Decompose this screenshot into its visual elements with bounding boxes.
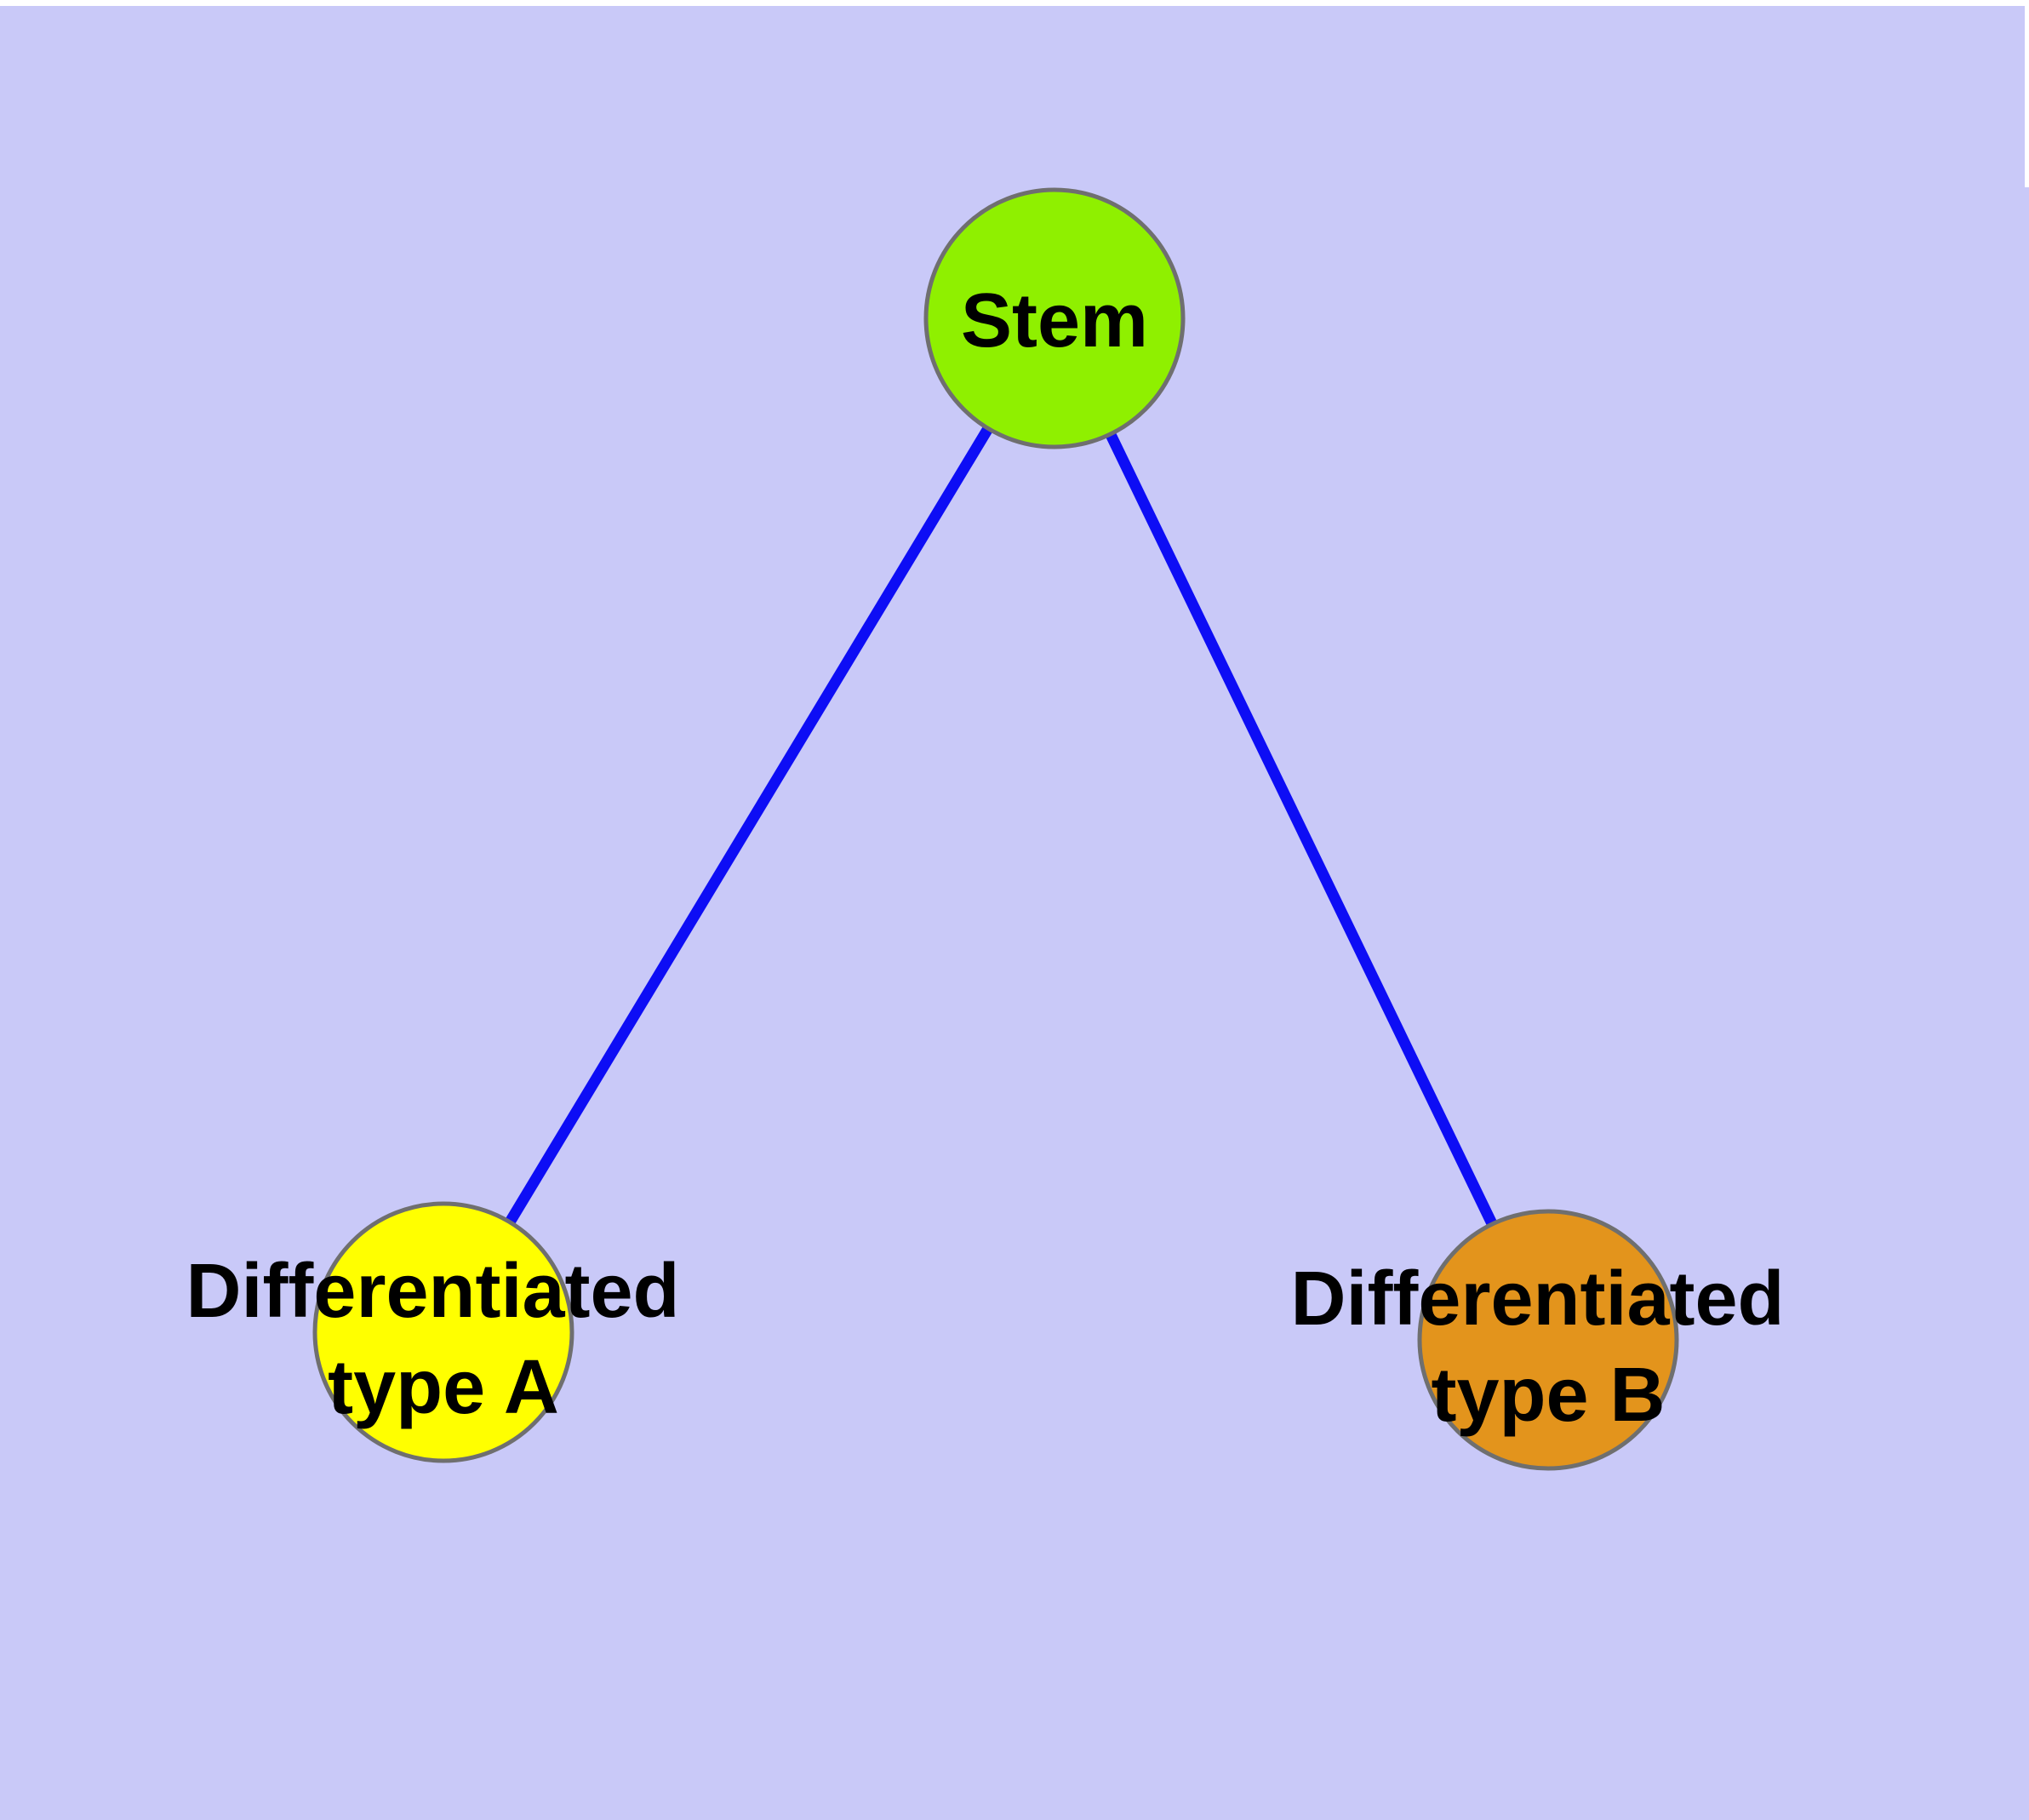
edge-stem-to-type-b — [1049, 316, 1553, 1342]
type-a-node — [312, 1201, 574, 1463]
type-a-label-line2: type A — [328, 1345, 559, 1430]
type-a-label-line1: Differentiated — [186, 1249, 679, 1334]
type-a-node-label: Differentiated type A — [186, 1249, 700, 1430]
type-b-node-label: Differentiated type B — [1290, 1256, 1805, 1438]
stem-node — [923, 187, 1186, 449]
stem-node-label: Stem — [961, 278, 1148, 363]
edge-stem-to-type-a — [438, 315, 1060, 1336]
type-b-label-line1: Differentiated — [1290, 1256, 1784, 1342]
window-edge-strip-right — [2025, 0, 2029, 187]
type-b-label-line2: type B — [1431, 1353, 1665, 1438]
type-b-node — [1417, 1209, 1679, 1471]
